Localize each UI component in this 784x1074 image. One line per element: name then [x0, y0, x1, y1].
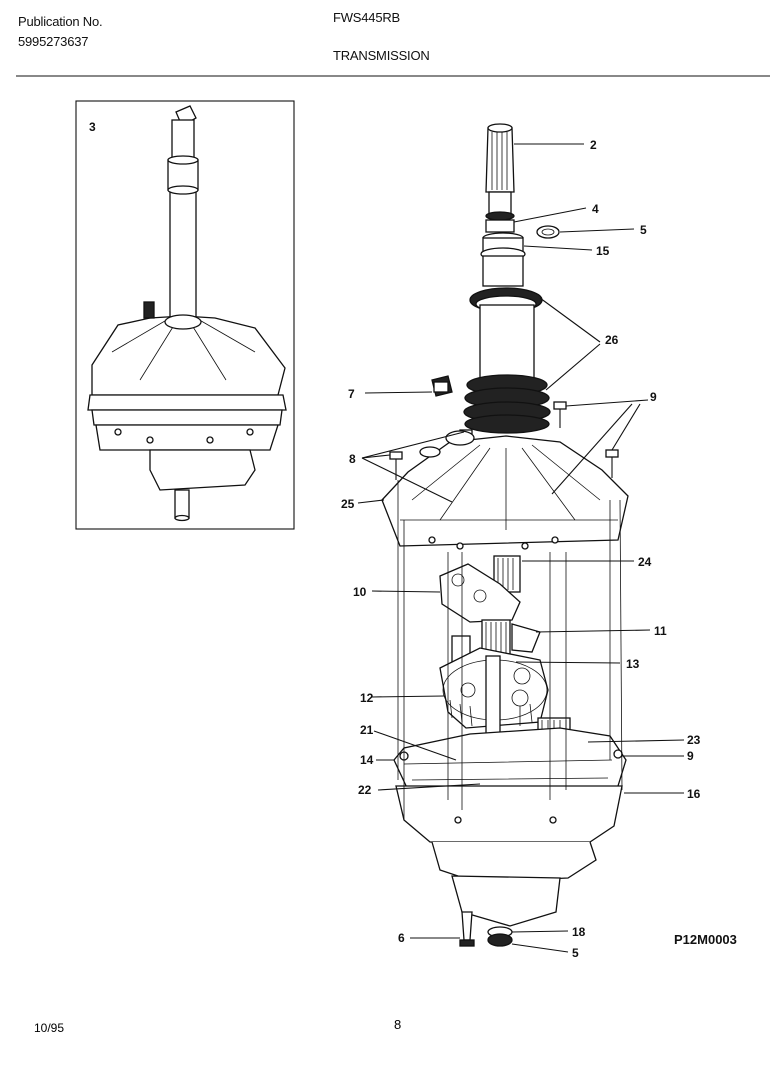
callout-7: 7	[348, 387, 355, 401]
callout-26: 26	[605, 333, 619, 347]
callout-5-top: 5	[640, 223, 647, 237]
callout-3: 3	[89, 120, 96, 134]
callout-23: 23	[687, 733, 701, 747]
footer-date: 10/95	[34, 1021, 64, 1035]
callout-24: 24	[638, 555, 652, 569]
model-number: FWS445RB	[333, 10, 401, 25]
callout-18: 18	[572, 925, 586, 939]
callout-25: 25	[341, 497, 355, 511]
callout-16: 16	[687, 787, 701, 801]
callout-9-top: 9	[650, 390, 657, 404]
callout-8: 8	[349, 452, 356, 466]
callout-12: 12	[360, 691, 374, 705]
publication-label: Publication No.	[18, 14, 103, 29]
diagram-code: P12M0003	[674, 932, 737, 947]
section-title: TRANSMISSION	[333, 48, 430, 63]
callout-9-bottom: 9	[687, 749, 694, 763]
callout-22: 22	[358, 783, 372, 797]
main-exploded-view	[381, 123, 629, 947]
callout-11: 11	[654, 624, 667, 638]
callout-6: 6	[398, 931, 405, 945]
callout-21: 21	[360, 723, 374, 737]
publication-number: 5995273637	[18, 34, 89, 49]
callout-2: 2	[590, 138, 597, 152]
callout-4: 4	[592, 202, 599, 216]
page-number: 8	[394, 1017, 401, 1032]
inset-assembly-view	[75, 100, 295, 530]
callout-10: 10	[353, 585, 367, 599]
callout-13: 13	[626, 657, 640, 671]
callout-14: 14	[360, 753, 374, 767]
callout-15: 15	[596, 244, 610, 258]
callout-5-bottom: 5	[572, 946, 579, 960]
leader-lines	[357, 143, 685, 953]
